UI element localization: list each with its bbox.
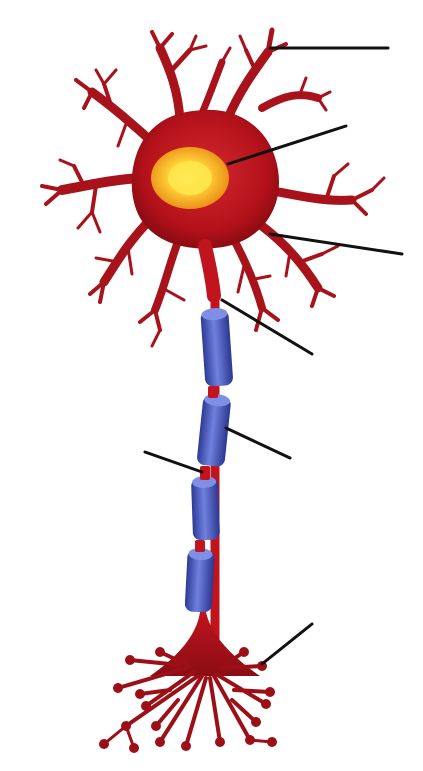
axon-terminal [99, 612, 277, 753]
label-line-axon-terminal [262, 624, 312, 664]
myelin-segment [196, 393, 231, 468]
label-line-node-of-ranvier [145, 452, 202, 472]
myelin-segment [185, 547, 215, 612]
myelin-sheath [185, 307, 234, 613]
node-of-ranvier [208, 386, 218, 398]
myelin-segment [191, 476, 220, 541]
label-line-axon [222, 300, 312, 354]
label-line-myelin-sheath [226, 428, 290, 458]
node-of-ranvier [195, 540, 205, 552]
nucleus [151, 147, 229, 209]
myelin-segment [200, 307, 233, 387]
